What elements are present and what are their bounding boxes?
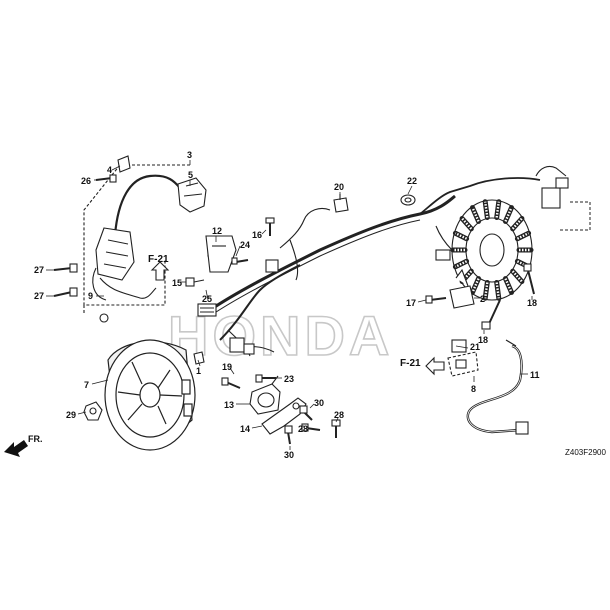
callout-3: 3 (187, 150, 192, 160)
callout-15: 15 (172, 278, 182, 288)
callout-9: 9 (88, 291, 93, 301)
stator-winding (504, 207, 513, 222)
callout-numbers: 3 4 5 26 27 27 9 7 29 1 12 24 16 15 25 2… (34, 150, 540, 460)
stator-windings (450, 199, 534, 301)
callout-17: 17 (406, 298, 416, 308)
flywheel-nut-29 (83, 401, 103, 421)
pulser-coil-2 (449, 268, 475, 309)
stator-winding (484, 282, 489, 299)
reference-f21-left-label: F-21 (148, 254, 169, 265)
ground-cable-11 (466, 339, 529, 435)
callout-13: 13 (224, 400, 234, 410)
flywheel (104, 339, 196, 451)
callout-27-lower: 27 (34, 291, 44, 301)
stator-winding (495, 282, 500, 299)
callout-18-upper: 18 (527, 298, 537, 308)
callout-5: 5 (188, 170, 193, 180)
ignition-coil-group (83, 164, 207, 323)
stator-winding (471, 278, 480, 293)
callout-24: 24 (240, 240, 250, 250)
clip-15 (185, 277, 205, 287)
callout-30-upper: 30 (314, 398, 324, 408)
callout-8: 8 (471, 384, 476, 394)
stator-winding (504, 278, 513, 293)
callout-20: 20 (334, 182, 344, 192)
callout-12: 12 (212, 226, 222, 236)
bolt-30-lower (284, 425, 293, 445)
bolt-28-right (331, 419, 341, 438)
screw-24 (231, 257, 249, 265)
stator-winding (511, 270, 523, 283)
front-direction-arrow: FR. (4, 434, 43, 457)
clamp-20 (333, 194, 349, 213)
callout-7: 7 (84, 380, 89, 390)
screw-23 (255, 374, 276, 383)
plate-8 (447, 351, 479, 377)
callout-28-left: 28 (298, 424, 308, 434)
front-arrow-icon (4, 440, 28, 457)
screw-19 (221, 377, 241, 389)
spring-clip-4 (117, 155, 131, 173)
callout-27-upper: 27 (34, 265, 44, 275)
stator-group-bracket (560, 201, 591, 231)
stator-winding (454, 232, 468, 240)
callout-28-right: 28 (334, 410, 344, 420)
callout-25: 25 (202, 294, 212, 304)
stator-winding (516, 232, 530, 240)
bolt-27-upper (53, 263, 78, 273)
callout-4: 4 (107, 165, 112, 175)
callout-1: 1 (196, 366, 201, 376)
connector-bracket-12 (205, 235, 237, 273)
switch-13 (249, 375, 281, 415)
woodruff-key-1 (193, 351, 205, 365)
callout-30-lower: 30 (284, 450, 294, 460)
callout-16: 16 (252, 230, 262, 240)
bolt-28-left (301, 423, 321, 432)
stator-winding (511, 217, 523, 230)
bolt-26 (95, 174, 117, 183)
callout-23: 23 (284, 374, 294, 384)
callout-26: 26 (81, 176, 91, 186)
screw-16 (265, 217, 275, 236)
harness-connectors (197, 177, 569, 355)
callout-21: 21 (470, 342, 480, 352)
bolt-27-lower (53, 287, 78, 297)
callout-2: 2 (480, 294, 485, 304)
up-arrow-icon (150, 261, 170, 281)
stator-bolt-18-upper (523, 263, 535, 295)
front-label: FR. (28, 434, 43, 444)
stator-winding (461, 217, 473, 230)
callout-18-lower: 18 (478, 335, 488, 345)
stator-winding (454, 260, 468, 268)
callout-19: 19 (222, 362, 232, 372)
stator (450, 199, 534, 301)
stator-winding (471, 207, 480, 222)
leader-lines (46, 160, 533, 450)
callout-29: 29 (66, 410, 76, 420)
stator-winding (495, 201, 500, 218)
stator-winding (484, 201, 489, 218)
reference-f21-right[interactable]: F-21 (400, 356, 445, 376)
callout-14: 14 (240, 424, 250, 434)
stator-winding (461, 270, 473, 283)
connector-21 (451, 339, 467, 353)
reference-f21-right-label: F-21 (400, 358, 421, 369)
bolt-30-upper (299, 405, 313, 421)
wire-harness (209, 165, 567, 357)
bolt-17 (425, 295, 447, 304)
drawing-code: Z403F2900 (565, 448, 606, 457)
reference-f21-left[interactable]: F-21 (148, 254, 170, 281)
callout-11: 11 (530, 370, 540, 380)
stator-bolt-18-lower (481, 299, 501, 330)
grommet-22 (400, 194, 416, 206)
callout-22: 22 (407, 176, 417, 186)
left-arrow-icon (425, 356, 445, 376)
